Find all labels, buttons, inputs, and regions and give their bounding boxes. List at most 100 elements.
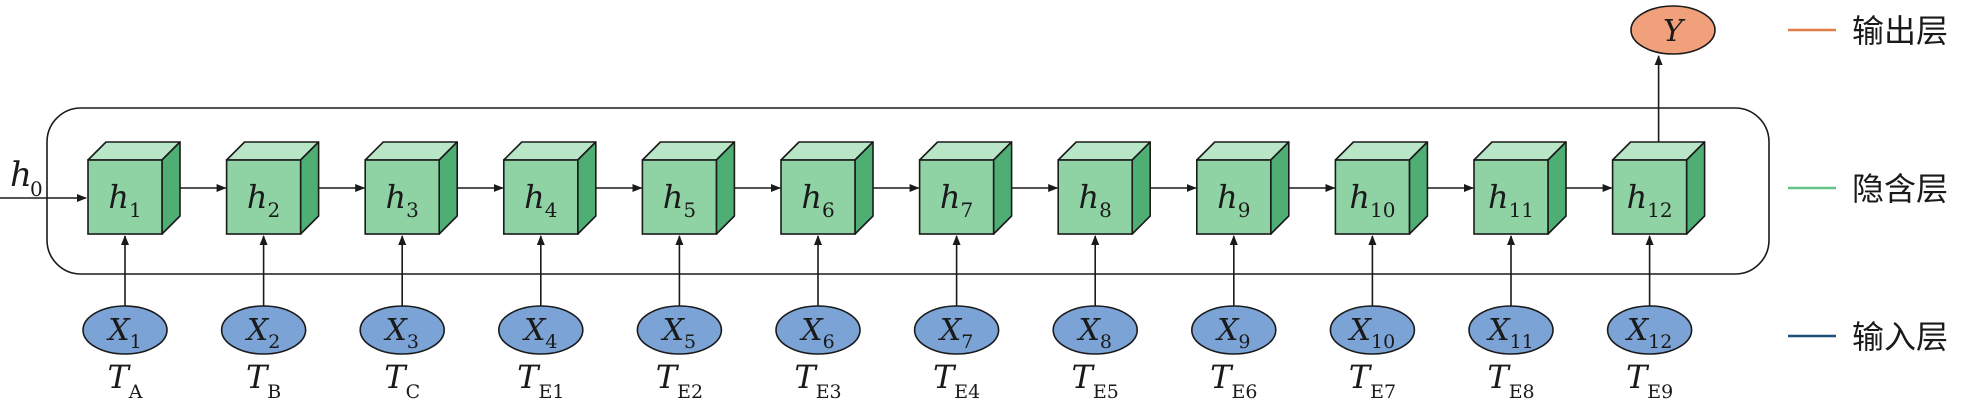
hidden-cube-10: h10 [1334,141,1429,235]
hidden-label-6: h6 [801,178,834,222]
input-node-12 [1606,305,1693,355]
time-label-4: TE1 [517,358,564,403]
hidden-cube-front-12 [1611,159,1688,235]
hidden-label-5: h5 [663,178,696,222]
time-label-11: TE8 [1487,358,1534,403]
hidden-cube-front-2 [225,159,302,235]
hidden-cube-front-9 [1196,159,1272,235]
time-label-6: TE3 [794,358,841,403]
hidden-cube-front-4 [502,159,579,235]
input-label-3: X3 [383,313,418,353]
hidden-cube-4: h4 [502,141,597,235]
hidden-cube-5: h5 [641,141,736,235]
initial-state-subscript: 0 [30,177,43,201]
hidden-cube-11: h11 [1473,141,1567,235]
input-node-9 [1191,305,1277,355]
hidden-cube-2: h2 [225,141,320,235]
hidden-label-9: h9 [1217,178,1250,222]
hidden-cube-8: h8 [1057,141,1151,235]
input-node-1 [82,305,168,355]
input-label-9: X9 [1215,313,1250,353]
hidden-cube-1: h1 [87,141,181,235]
time-label-8: TE5 [1072,358,1119,403]
hidden-label-1: h1 [108,178,141,222]
input-node-6 [775,305,861,355]
legend-hidden: 隐含层 [1788,170,1948,208]
time-label-12: TE9 [1626,358,1673,403]
input-label-5: X5 [661,313,696,353]
input-node-8 [1052,305,1138,355]
legend-input-label: 输入层 [1852,318,1948,356]
hidden-label-2: h2 [247,178,280,222]
legend-output: 输出层 [1788,12,1948,50]
output-ellipse [1630,5,1716,55]
hidden-layer-container [46,107,1770,275]
legend-output-label: 输出层 [1852,12,1948,50]
initial-state: h 0 [0,155,87,202]
input-label-7: X7 [938,313,973,353]
legend-input: 输入层 [1788,318,1948,356]
time-steps: h1X1TAh2X2TBh3X3TCh4X4TE1h5X5TE2h6X6TE3h… [82,55,1706,403]
input-node-7 [913,305,1000,355]
hidden-cube-front-5 [641,159,718,235]
legend: 输出层 隐含层 输入层 [1788,12,1948,356]
input-node-5 [636,305,723,355]
input-label-2: X2 [245,313,280,353]
input-node-4 [497,305,584,355]
input-label-8: X8 [1076,313,1111,353]
input-node-2 [220,305,307,355]
hidden-cube-9: h9 [1196,141,1290,235]
time-label-2: TB [246,358,281,403]
hidden-cube-6: h6 [780,141,874,235]
input-node-3 [359,305,446,355]
input-node-10 [1329,305,1416,355]
legend-hidden-label: 隐含层 [1852,170,1948,208]
input-label-12: X12 [1625,313,1673,353]
hidden-cube-front-11 [1473,159,1549,235]
hidden-label-3: h3 [386,178,419,222]
input-label-6: X6 [799,313,834,353]
hidden-label-8: h8 [1079,178,1112,222]
hidden-label-11: h11 [1488,178,1534,222]
hidden-label-12: h12 [1627,178,1673,222]
hidden-cube-front-7 [918,159,995,235]
time-label-9: TE6 [1210,358,1257,403]
time-label-3: TC [384,358,420,403]
hidden-cube-front-8 [1057,159,1133,235]
hidden-cube-front-1 [87,159,163,235]
hidden-cube-front-10 [1334,159,1411,235]
time-label-5: TE2 [656,358,703,403]
hidden-cube-12: h12 [1611,141,1706,235]
output-node: Y [1630,5,1716,55]
initial-state-symbol: h [10,155,32,195]
hidden-label-4: h4 [524,178,557,222]
hidden-cube-7: h7 [918,141,1013,235]
hidden-cube-3: h3 [364,141,459,235]
hidden-cube-front-6 [780,159,856,235]
output-symbol: Y [1663,14,1686,49]
time-label-1: TA [107,358,142,403]
hidden-label-7: h7 [940,178,973,222]
input-label-11: X11 [1486,313,1534,353]
hidden-label-10: h10 [1349,178,1395,222]
input-label-1: X1 [106,313,141,353]
input-label-4: X4 [522,313,557,353]
input-node-11 [1468,305,1554,355]
hidden-cube-front-3 [364,159,441,235]
input-label-10: X10 [1348,313,1396,353]
time-label-10: TE7 [1349,358,1396,403]
time-label-7: TE4 [933,358,980,403]
